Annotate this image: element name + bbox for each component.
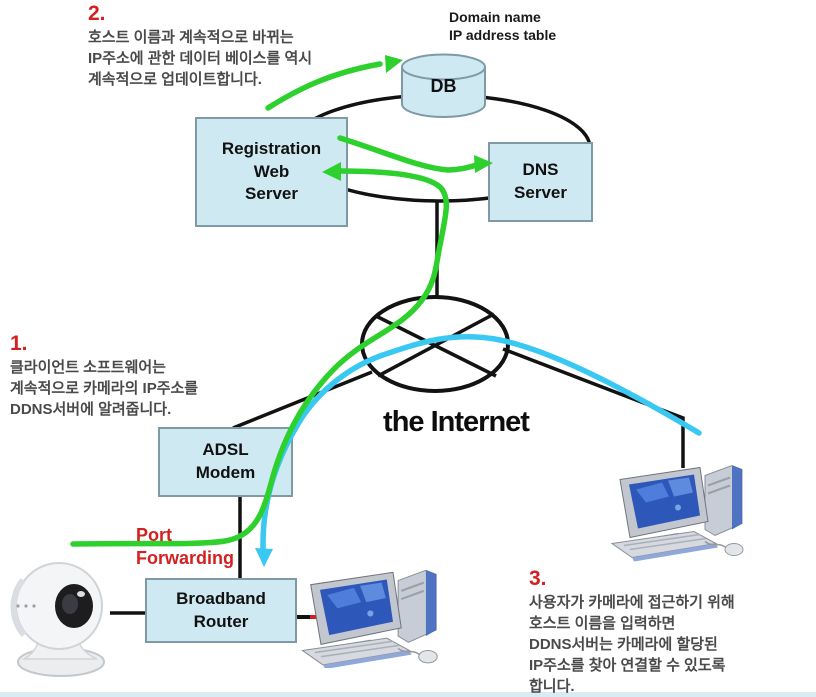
port-forwarding-line2: Forwarding [136,548,234,568]
step-3-text-line: 사용자가 카메라에 접근하기 위해 [529,594,735,611]
step-1-text-line: 계속적으로 카메라의 IP주소를 [10,380,199,397]
step-2-number: 2. [88,2,106,25]
port-forwarding-line1: Port [136,525,172,545]
cyan-arrowhead-router [255,548,273,567]
green-arrowhead-db [385,55,403,73]
step-2-text-line: 계속적으로 업데이트합니다. [88,71,262,88]
db-table-label: Domain name IP address table [449,8,619,44]
node-label-line: ADSL [202,440,249,460]
internet-node [360,295,510,393]
green-flow-registration-to-dns [337,135,480,173]
line-internet-to-adsl [232,370,373,430]
node-label-line: Server [245,184,298,204]
node-label-line: Web [253,161,290,181]
step-3-text-line: 합니다. [529,678,575,695]
bottom-edge-strip [0,692,816,697]
registration-web-server-node: Registration Web Server [195,117,348,227]
step-1-annotation: 1. 클라이언트 소프트웨어는 계속적으로 카메라의 IP주소를 DDNS서버에… [10,332,199,420]
step-1-number: 1. [10,332,28,355]
step-3-text-line: DDNS서버는 카메라에 할당된 [529,636,718,653]
node-label-line: DNS [522,160,559,180]
desktop-computer-icon [610,464,744,562]
step-2-text-line: IP주소에 관한 데이터 베이스를 역시 [88,50,313,67]
desktop-computer-icon [301,569,438,668]
adsl-modem-node: ADSL Modem [158,427,293,497]
db-table-label-line2: IP address table [449,27,557,43]
step-2-annotation: 2. 호스트 이름과 계속적으로 바뀌는 IP주소에 관한 데이터 베이스를 역… [88,2,313,90]
node-label-line: Broadband [176,588,266,608]
step-3-text-line: IP주소를 찾아 연결할 수 있도록 [529,657,726,674]
step-2-text-line: 호스트 이름과 계속적으로 바뀌는 [88,29,294,46]
db-node-label: DB [430,76,457,96]
step-3-number: 3. [529,567,547,590]
db-table-label-line1: Domain name [449,9,541,25]
node-label-line: Server [514,183,567,202]
internet-node-cross-1 [375,314,497,378]
node-label-line: Router [193,611,249,631]
webcam-icon [10,562,105,677]
step-1-text-line: DDNS서버에 알려줍니다. [10,401,172,418]
port-forwarding-label: Port Forwarding [136,524,234,570]
step-1-text-line: 클라이언트 소프트웨어는 [10,359,166,376]
node-label-line: Registration [221,138,322,158]
step-3-text-line: 호스트 이름을 입력하면 [529,615,676,632]
broadband-router-node: Broadband Router [145,578,297,643]
dns-server-node: DNS Server [488,142,593,222]
internet-node-cross-2 [377,312,495,378]
step-3-annotation: 3. 사용자가 카메라에 접근하기 위해 호스트 이름을 입력하면 DDNS서버… [529,567,735,697]
node-label-line: Modem [195,463,256,482]
internet-label: the Internet [383,406,530,438]
